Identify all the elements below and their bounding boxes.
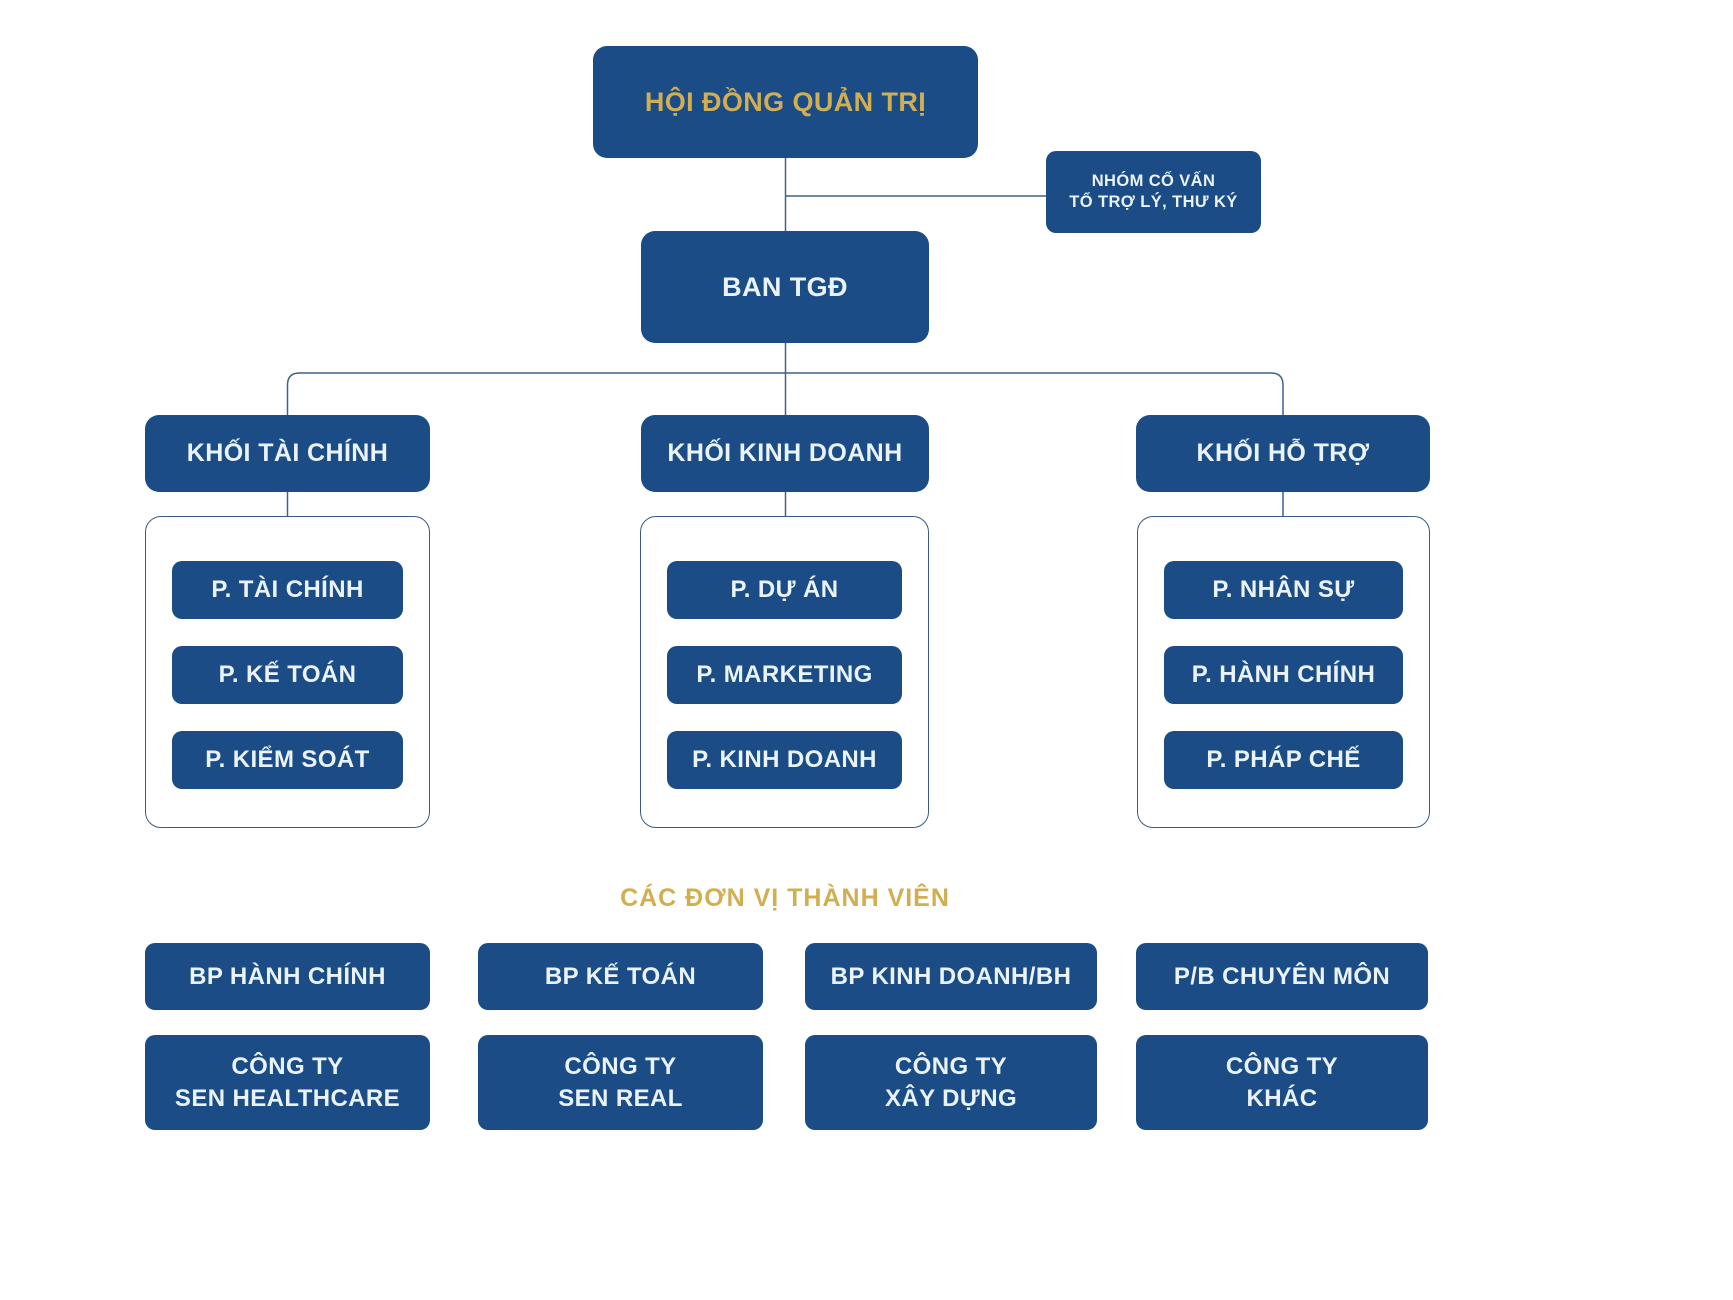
- member-unit-node: BP KẾ TOÁN: [478, 943, 763, 1010]
- department-node: P. TÀI CHÍNH: [172, 561, 403, 619]
- division-label: KHỐI HỖ TRỢ: [1196, 439, 1370, 467]
- advisor-label: NHÓM CỐ VẤN TỔ TRỢ LÝ, THƯ KÝ: [1069, 171, 1238, 211]
- member-company-node: CÔNG TY SEN REAL: [478, 1035, 763, 1130]
- division-label: KHỐI TÀI CHÍNH: [186, 439, 389, 467]
- member-unit-label: BP KẾ TOÁN: [544, 962, 697, 990]
- department-label: P. KINH DOANH: [692, 746, 877, 773]
- member-company-node: CÔNG TY XÂY DỰNG: [805, 1035, 1097, 1130]
- finance-departments-group: P. TÀI CHÍNH P. KẾ TOÁN P. KIỂM SOÁT: [145, 516, 430, 828]
- member-unit-label: BP HÀNH CHÍNH: [189, 962, 386, 990]
- department-node: P. KIỂM SOÁT: [172, 731, 403, 789]
- department-label: P. DỰ ÁN: [730, 576, 839, 603]
- department-label: P. MARKETING: [696, 661, 873, 688]
- division-label: KHỐI KINH DOANH: [667, 439, 903, 467]
- department-label: P. HÀNH CHÍNH: [1191, 661, 1376, 688]
- department-node: P. HÀNH CHÍNH: [1164, 646, 1403, 704]
- node-division-support: KHỐI HỖ TRỢ: [1136, 415, 1430, 492]
- member-company-label: CÔNG TY SEN HEALTHCARE: [174, 1053, 401, 1112]
- member-unit-node: P/B CHUYÊN MÔN: [1136, 943, 1428, 1010]
- node-board-of-directors: HỘI ĐỒNG QUẢN TRỊ: [593, 46, 978, 158]
- department-label: P. TÀI CHÍNH: [211, 576, 364, 603]
- department-node: P. DỰ ÁN: [667, 561, 902, 619]
- node-advisor-group: NHÓM CỐ VẤN TỔ TRỢ LÝ, THƯ KÝ: [1046, 151, 1261, 233]
- ceo-label: BAN TGĐ: [722, 271, 848, 302]
- connector-rail: [286, 372, 1284, 415]
- department-label: P. NHÂN SỰ: [1212, 576, 1355, 603]
- department-node: P. PHÁP CHẾ: [1164, 731, 1403, 789]
- member-unit-label: BP KINH DOANH/BH: [830, 962, 1072, 990]
- department-label: P. PHÁP CHẾ: [1206, 746, 1361, 773]
- member-unit-node: BP KINH DOANH/BH: [805, 943, 1097, 1010]
- member-unit-node: BP HÀNH CHÍNH: [145, 943, 430, 1010]
- member-unit-label: P/B CHUYÊN MÔN: [1173, 962, 1391, 990]
- department-node: P. MARKETING: [667, 646, 902, 704]
- node-division-business: KHỐI KINH DOANH: [641, 415, 929, 492]
- department-label: P. KIỂM SOÁT: [205, 746, 370, 773]
- business-departments-group: P. DỰ ÁN P. MARKETING P. KINH DOANH: [640, 516, 929, 828]
- department-node: P. NHÂN SỰ: [1164, 561, 1403, 619]
- member-company-label: CÔNG TY SEN REAL: [558, 1053, 683, 1112]
- node-division-finance: KHỐI TÀI CHÍNH: [145, 415, 430, 492]
- department-node: P. KINH DOANH: [667, 731, 902, 789]
- department-node: P. KẾ TOÁN: [172, 646, 403, 704]
- members-section-title: CÁC ĐƠN VỊ THÀNH VIÊN: [620, 884, 950, 912]
- member-company-node: CÔNG TY SEN HEALTHCARE: [145, 1035, 430, 1130]
- department-label: P. KẾ TOÁN: [218, 661, 357, 688]
- support-departments-group: P. NHÂN SỰ P. HÀNH CHÍNH P. PHÁP CHẾ: [1137, 516, 1430, 828]
- member-company-label: CÔNG TY KHÁC: [1225, 1053, 1339, 1112]
- node-ceo-board: BAN TGĐ: [641, 231, 929, 343]
- member-company-label: CÔNG TY XÂY DỰNG: [884, 1053, 1018, 1112]
- board-label: HỘI ĐỒNG QUẢN TRỊ: [644, 86, 927, 117]
- member-company-node: CÔNG TY KHÁC: [1136, 1035, 1428, 1130]
